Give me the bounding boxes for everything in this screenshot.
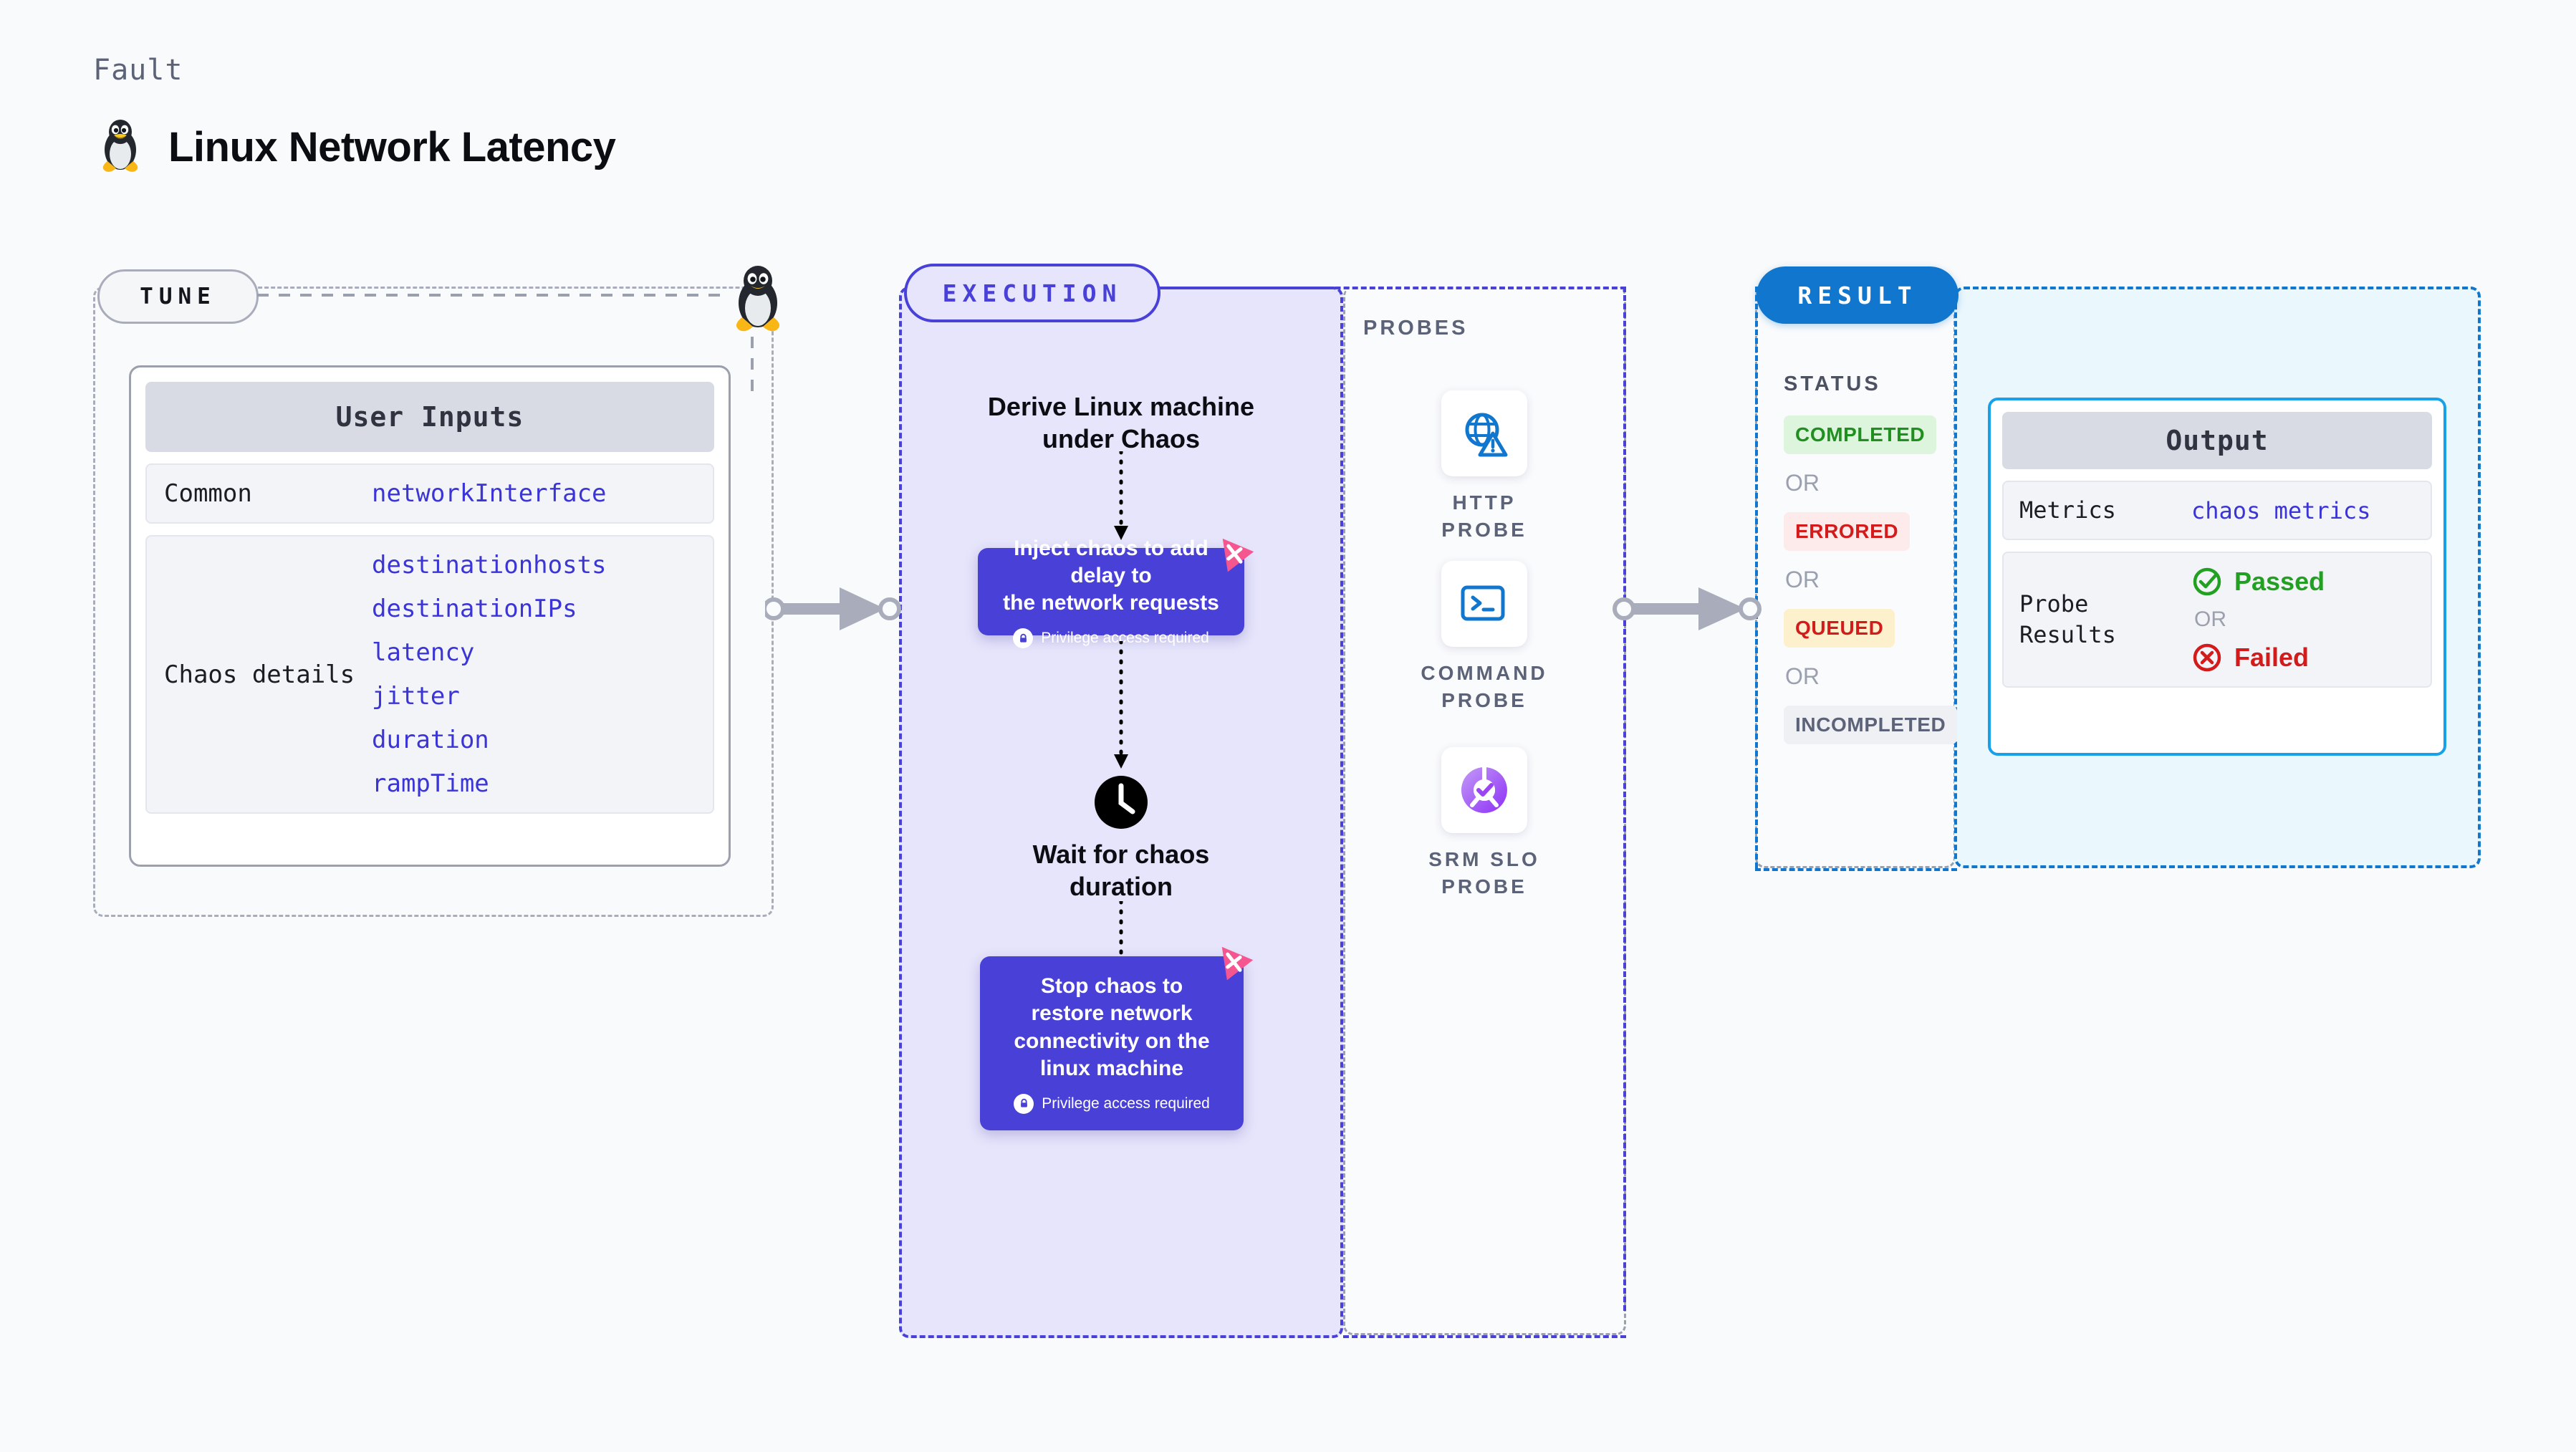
probe-tile bbox=[1441, 747, 1527, 833]
probe-label: COMMAND PROBE bbox=[1421, 662, 1548, 711]
status-badge-queued: QUEUED bbox=[1784, 609, 1895, 648]
probe-tile bbox=[1441, 561, 1527, 647]
execution-badge[interactable]: EXECUTION bbox=[904, 264, 1160, 322]
tune-param-destinationhosts[interactable]: destinationhosts bbox=[372, 551, 607, 580]
result-bottom-edge-extension bbox=[1755, 868, 1957, 871]
harness-mark-icon bbox=[1221, 946, 1254, 981]
arrow-derive-to-inject bbox=[1114, 451, 1128, 540]
status-badge-errored: ERRORED bbox=[1784, 512, 1911, 551]
output-row-probe-results: Probe Results Passed OR Failed bbox=[2002, 552, 2432, 688]
chaos-box-note-row: Privilege access required bbox=[1013, 628, 1209, 649]
tune-param-latency[interactable]: latency bbox=[372, 638, 475, 667]
status-or: OR bbox=[1785, 663, 1820, 689]
tune-badge[interactable]: TUNE bbox=[97, 269, 259, 324]
probe-result-or: OR bbox=[2194, 607, 2226, 632]
result-status-panel bbox=[1755, 287, 1956, 868]
status-badge-incompleted: INCOMPLETED bbox=[1784, 706, 1958, 744]
linux-penguin-icon bbox=[102, 120, 138, 172]
probe-label: HTTP PROBE bbox=[1441, 491, 1527, 541]
status-or: OR bbox=[1785, 567, 1820, 592]
arrow-execution-to-result bbox=[1613, 587, 1762, 630]
output-title: Output bbox=[2002, 412, 2432, 469]
penguin-down-dashed-line bbox=[751, 337, 754, 394]
result-badge[interactable]: RESULT bbox=[1756, 266, 1959, 324]
probe-passed-label: Passed bbox=[2234, 567, 2325, 597]
chaos-box-title: Stop chaos to restore network connectivi… bbox=[1014, 974, 1210, 1080]
execution-top-edge-extension bbox=[1153, 287, 1626, 289]
x-circle-icon bbox=[2193, 643, 2221, 672]
page-title-row: Linux Network Latency bbox=[97, 118, 616, 176]
probe-result-values: Passed OR Failed bbox=[2191, 566, 2325, 673]
status-list: COMPLETED OR ERRORED OR QUEUED OR INCOMP… bbox=[1784, 415, 1958, 744]
page-title: Linux Network Latency bbox=[168, 123, 616, 170]
probe-label: SRM SLO PROBE bbox=[1428, 848, 1540, 898]
tune-row-key: Chaos details bbox=[164, 660, 355, 689]
execution-step-wait-duration: Wait for chaos duration bbox=[985, 838, 1257, 903]
linux-penguin-marker-icon bbox=[736, 266, 780, 332]
execution-right-edge bbox=[1623, 287, 1626, 1311]
tune-row-chaos-details: Chaos details destinationhosts destinati… bbox=[145, 535, 714, 814]
execution-bottom-edge-extension bbox=[1343, 1335, 1626, 1338]
output-metrics-value[interactable]: chaos metrics bbox=[2191, 496, 2371, 524]
tune-row-values: networkInterface bbox=[372, 479, 607, 508]
tune-row-values: destinationhosts destinationIPs latency … bbox=[372, 551, 607, 798]
lock-icon bbox=[1013, 628, 1034, 649]
execution-step-derive-machine: Derive Linux machine under Chaos bbox=[971, 390, 1272, 455]
arrow-inject-to-wait bbox=[1114, 641, 1128, 769]
probe-tile bbox=[1441, 390, 1527, 476]
tune-param-ramptime[interactable]: rampTime bbox=[372, 769, 489, 798]
tune-param-networkinterface[interactable]: networkInterface bbox=[372, 479, 607, 508]
chaos-box-note: Privilege access required bbox=[1041, 630, 1209, 647]
user-inputs-title: User Inputs bbox=[145, 382, 714, 452]
page-eyebrow: Fault bbox=[93, 54, 183, 87]
probe-result-failed: Failed bbox=[2191, 642, 2325, 673]
chaos-box-note-row: Privilege access required bbox=[1014, 1093, 1210, 1114]
chaos-box-note: Privilege access required bbox=[1042, 1095, 1210, 1112]
status-or: OR bbox=[1785, 470, 1820, 496]
user-inputs-card: User Inputs Common networkInterface Chao… bbox=[129, 365, 731, 867]
probes-label: PROBES bbox=[1363, 317, 1469, 340]
output-row-key: Metrics bbox=[2019, 496, 2116, 524]
slo-donut-check-icon bbox=[1461, 765, 1507, 813]
execution-step-inject-chaos[interactable]: Inject chaos to add delay to the network… bbox=[978, 537, 1254, 649]
output-row-key: Probe Results bbox=[2019, 590, 2116, 649]
lock-icon bbox=[1014, 1093, 1034, 1114]
probe-command[interactable]: COMMAND PROBE bbox=[1413, 561, 1556, 714]
harness-mark-icon bbox=[1222, 538, 1254, 572]
result-status-outline bbox=[1755, 287, 1956, 868]
output-card: Output Metrics chaos metrics Probe Resul… bbox=[1988, 398, 2446, 756]
step-label: Wait for chaos duration bbox=[1032, 840, 1210, 901]
step-label: Derive Linux machine under Chaos bbox=[987, 392, 1255, 453]
probe-failed-label: Failed bbox=[2234, 643, 2310, 673]
execution-step-stop-chaos[interactable]: Stop chaos to restore network connectivi… bbox=[980, 946, 1254, 1130]
check-circle-icon bbox=[2193, 567, 2221, 596]
probe-srm-slo[interactable]: SRM SLO PROBE bbox=[1413, 747, 1556, 900]
output-row-metrics: Metrics chaos metrics bbox=[2002, 481, 2432, 541]
tune-param-destinationips[interactable]: destinationIPs bbox=[372, 595, 577, 623]
globe-warning-icon bbox=[1465, 413, 1508, 457]
probe-result-passed: Passed bbox=[2191, 566, 2325, 597]
tune-to-penguin-dashed-line bbox=[257, 294, 727, 297]
tune-param-duration[interactable]: duration bbox=[372, 726, 489, 754]
arrow-tune-to-execution bbox=[765, 587, 901, 630]
status-label: STATUS bbox=[1784, 372, 1881, 395]
status-badge-completed: COMPLETED bbox=[1784, 415, 1937, 454]
tune-row-common: Common networkInterface bbox=[145, 463, 714, 524]
output-row-values: chaos metrics bbox=[2191, 497, 2370, 524]
result-left-edge bbox=[1755, 287, 1758, 868]
clock-icon bbox=[1095, 776, 1148, 829]
chaos-box-title: Inject chaos to add delay to the network… bbox=[1003, 536, 1219, 615]
probe-http[interactable]: HTTP PROBE bbox=[1413, 390, 1556, 544]
tune-row-key: Common bbox=[164, 479, 252, 508]
tune-param-jitter[interactable]: jitter bbox=[372, 682, 460, 711]
terminal-icon bbox=[1461, 585, 1505, 621]
